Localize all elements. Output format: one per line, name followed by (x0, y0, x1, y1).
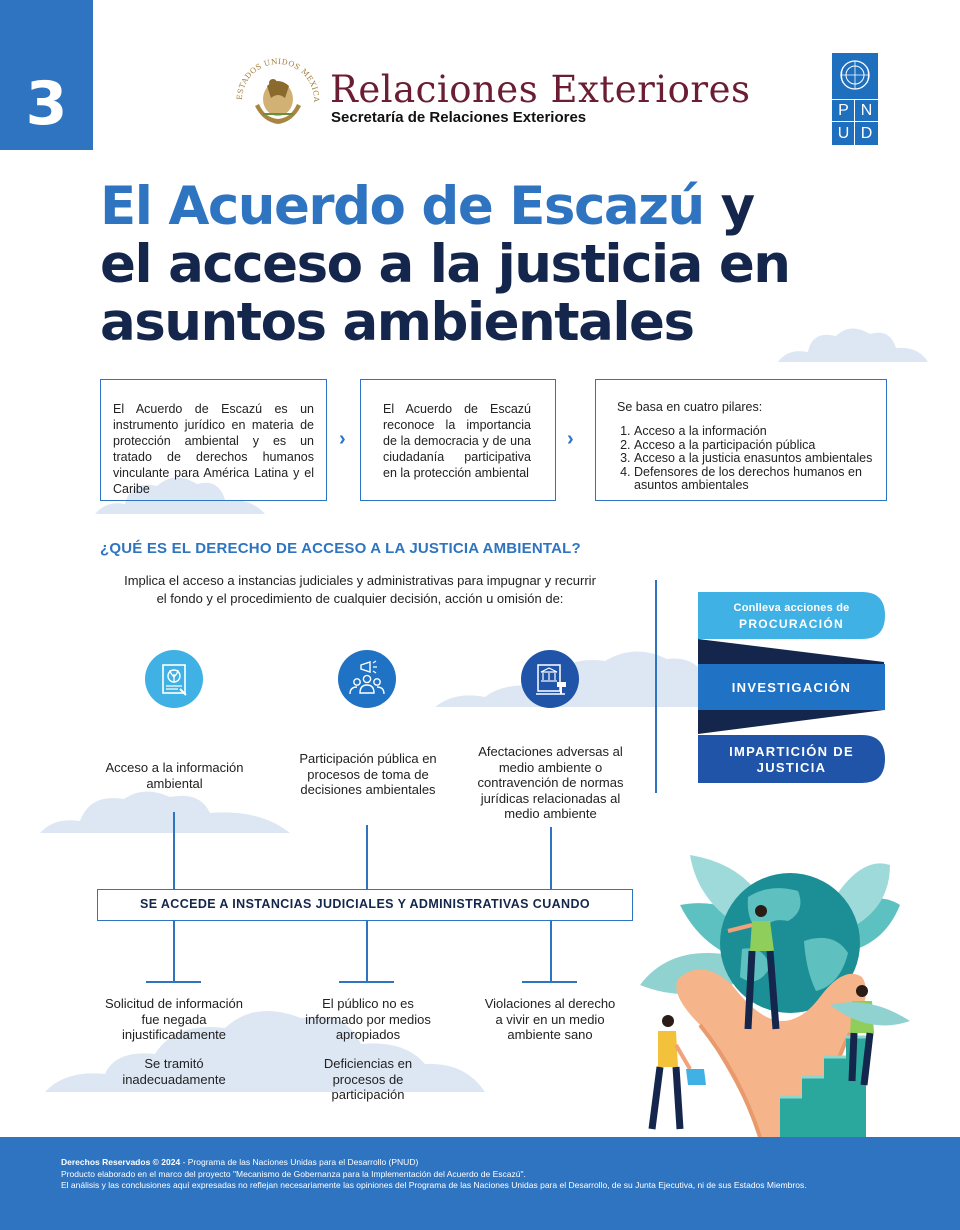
section-intro: Implica el acceso a instancias judiciale… (124, 573, 596, 606)
footer-text: Derechos Reservados © 2024 - Programa de… (61, 1157, 807, 1192)
outcome-text: Solicitud de información fue negada inju… (104, 996, 244, 1042)
title-highlight: El Acuerdo de Escazú (100, 176, 705, 237)
page-title: El Acuerdo de Escazú y el acceso a la ju… (100, 176, 791, 353)
connector-tee (522, 981, 577, 983)
pillar-item: Defensores de los derechos humanos en as… (634, 465, 876, 493)
title-line3: asuntos ambientales (100, 292, 695, 353)
ministry-subtitle: Secretaría de Relaciones Exteriores (331, 109, 587, 126)
info-box-treaty-text: El Acuerdo de Escazú es un instrumento j… (113, 402, 314, 496)
chevron-right-icon: › (567, 428, 574, 450)
pillars-intro: Se basa en cuatro pilares: (617, 400, 763, 414)
outcome-text: Deficiencias en procesos de participació… (323, 1056, 413, 1102)
document-plant-icon (162, 664, 187, 696)
pillar-item: Acceso a la justicia enasuntos ambiental… (634, 451, 876, 466)
action-procuracion: PROCURACIÓN (739, 617, 844, 631)
outcome-text: Violaciones al derecho a vivir en un med… (484, 996, 616, 1042)
outcome-text: El público no es informado por medios ap… (305, 996, 431, 1042)
pillar-item: Acceso a la participación pública (634, 438, 876, 453)
outcome-text: Se tramitó inadecuadamente (122, 1056, 226, 1087)
footer-project: Producto elaborado en el marco del proye… (61, 1168, 526, 1179)
column-label-information: Acceso a la información ambiental (105, 760, 244, 791)
cloud-decoration (45, 1010, 485, 1092)
footer-rights: Derechos Reservados © 2024 (61, 1157, 181, 1167)
column-label-affectations: Afectaciones adversas al medio ambiente … (477, 744, 624, 821)
pnud-letter-d: D (860, 125, 873, 142)
connector-tee (146, 981, 201, 983)
actions-ribbon-graphic (698, 592, 885, 783)
connector-line (366, 825, 368, 889)
pnud-letter-u: U (837, 125, 850, 142)
pillar-item: Acceso a la información (634, 424, 876, 439)
chevron-right-icon: › (339, 428, 346, 450)
connector-line (173, 812, 175, 889)
title-line1-rest: y (703, 176, 756, 237)
column-icon-circle (338, 650, 396, 708)
pnud-logo: P N U D (832, 53, 878, 145)
action-investigacion: INVESTIGACIÓN (731, 680, 852, 695)
footer (0, 1137, 960, 1230)
action-imparticion: IMPARTICIÓN DE JUSTICIA (729, 744, 854, 775)
section-heading: ¿QUÉ ES EL DERECHO DE ACCESO A LA JUSTIC… (100, 540, 581, 557)
connector-line (550, 921, 552, 982)
connector-tee (339, 981, 394, 983)
column-icon-circle (145, 650, 203, 708)
page-number: 3 (25, 69, 68, 139)
column-label-participation: Participación pública en procesos de tom… (299, 751, 437, 797)
actions-lead: Conlleva acciones de (733, 602, 850, 614)
info-box-democracy-text: El Acuerdo de Escazú reconoce la importa… (383, 402, 531, 480)
connector-line (173, 921, 175, 982)
cloud-decoration (95, 477, 265, 514)
footer-rights-rest: - Programa de las Naciones Unidas para e… (180, 1157, 419, 1167)
connector-line (550, 827, 552, 889)
divider (655, 580, 657, 793)
access-condition-banner: SE ACCEDE A INSTANCIAS JUDICIALES Y ADMI… (97, 889, 633, 921)
cloud-decoration (435, 651, 735, 707)
page-number-box (0, 0, 93, 150)
title-line2: el acceso a la justicia en (100, 234, 791, 295)
pnud-letter-p: P (838, 102, 849, 119)
un-emblem-icon (840, 60, 870, 90)
cloud-decoration (778, 328, 928, 362)
people-planting-earth-illustration (640, 855, 910, 1137)
pillars-list: Acceso a la información Acceso a la part… (617, 424, 876, 493)
info-box-democracy: El Acuerdo de Escazú reconoce la importa… (360, 379, 556, 501)
ministry-name: Relaciones Exteriores (330, 68, 751, 111)
connector-line (366, 921, 368, 982)
people-megaphone-icon (349, 660, 385, 695)
info-box-pillars: Se basa en cuatro pilares: Acceso a la i… (595, 379, 887, 501)
footer-disclaimer: El análisis y las conclusiones aquí expr… (61, 1180, 807, 1190)
info-box-treaty: El Acuerdo de Escazú es un instrumento j… (100, 379, 327, 501)
cloud-decoration (40, 791, 290, 833)
courthouse-gavel-icon (536, 664, 566, 695)
mexico-seal-icon: ESTADOS UNIDOS MEXICANOS (233, 56, 321, 124)
column-icon-circle (521, 650, 579, 708)
pnud-letter-n: N (860, 102, 873, 119)
